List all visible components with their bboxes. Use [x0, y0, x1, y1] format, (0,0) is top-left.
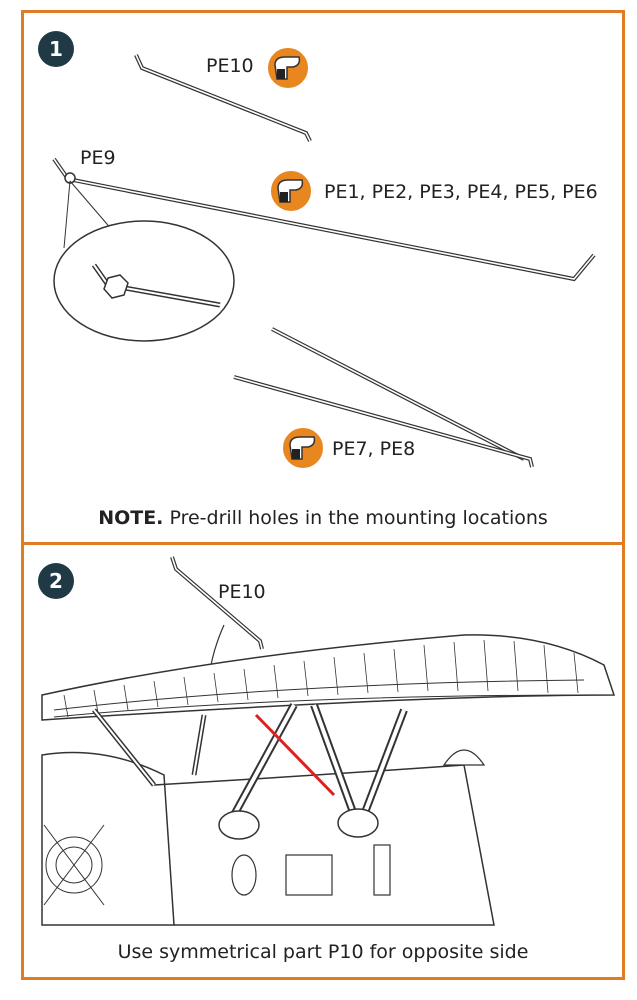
label-pe10: PE10 [206, 55, 254, 77]
label-pe1-pe6: PE1, PE2, PE3, PE4, PE5, PE6 [324, 181, 598, 203]
step-number-badge: 2 [38, 563, 74, 599]
step-1-panel: 1 PE10 PE9 PE1, PE2, PE3, PE4, PE5, PE6 … [21, 10, 625, 545]
glue-icon [266, 46, 310, 90]
pe10-position-marker [254, 713, 336, 797]
step-2-caption: Use symmetrical part P10 for opposite si… [117, 941, 529, 963]
step-1-drawing [52, 54, 596, 468]
note-text: NOTE. Pre-drill holes in the mounting lo… [98, 507, 548, 529]
glue-icon [281, 426, 325, 470]
part-pe10 [170, 556, 264, 650]
label-pe10: PE10 [218, 581, 266, 603]
glue-icon [269, 169, 313, 213]
step-2-drawing [41, 556, 616, 926]
label-pe7-pe8: PE7, PE8 [332, 438, 416, 460]
step-2-panel: 2 PE10 Use symmetrical part P10 for oppo… [21, 542, 625, 980]
step-number-badge: 1 [38, 31, 74, 67]
label-pe9: PE9 [80, 147, 116, 169]
detail-magnifier [53, 220, 235, 342]
